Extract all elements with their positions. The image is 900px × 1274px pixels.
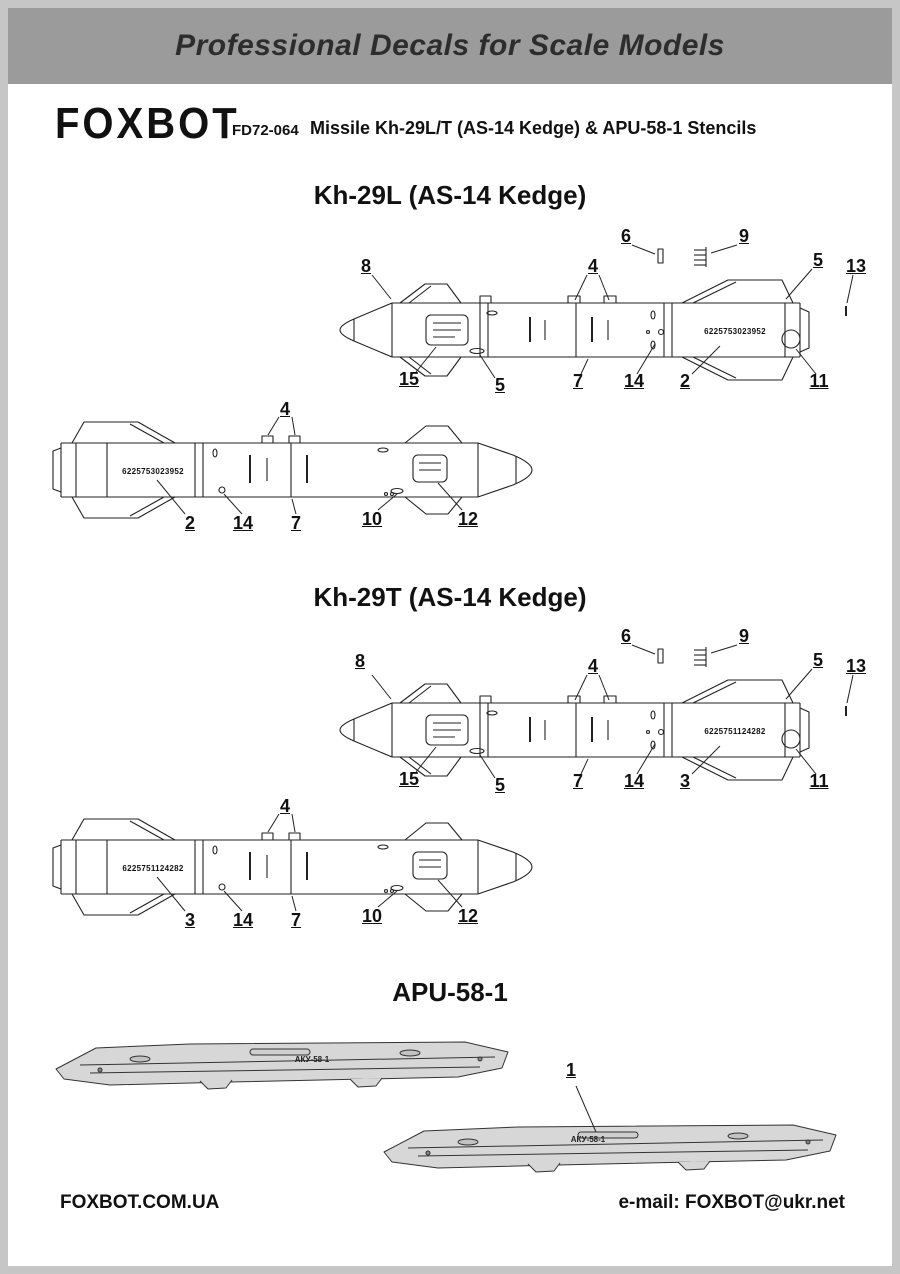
kh29t-profile-art: 6225751124282 [339,644,854,781]
callout-1: 1 [565,1060,577,1080]
callout-7: 7 [572,371,584,391]
apu-rail-drawing-left: АКУ-58-1 [50,1035,515,1095]
callout-6: 6 [620,626,632,646]
product-code: FD72-064 [232,122,299,139]
banner-title: Professional Decals for Scale Models [175,29,725,62]
callout-4: 4 [279,796,291,816]
kh29t-serial-number: 6225751124282 [122,864,184,873]
callout-12: 12 [457,509,479,529]
callout-13: 13 [845,256,867,276]
footer-email: e-mail: FOXBOT@ukr.net [618,1192,845,1213]
apu-callout-leader [575,1085,597,1133]
callout-7: 7 [572,771,584,791]
callout-7: 7 [290,513,302,533]
callout-2: 2 [184,513,196,533]
callout-4: 4 [587,256,599,276]
callout-11: 11 [809,771,829,791]
callout-5-top: 5 [812,250,824,270]
sheet-title: Missile Kh-29L/T (AS-14 Kedge) & APU-58-… [310,118,757,138]
apu-rail-drawing-right: АКУ-58-1 [378,1118,843,1178]
kh29l-reverse-art: 6225753023952 [52,416,533,519]
kh29l-heading: Kh-29L (AS-14 Kedge) [313,180,587,210]
apu-rail-label: АКУ-58-1 [571,1135,606,1144]
apu-rail-art-right: АКУ-58-1 [383,1124,837,1173]
kh29t-reverse-drawing: 6225751124282 4 3 14 7 10 12 [45,795,555,940]
callout-15: 15 [398,769,420,789]
callout-3: 3 [184,910,196,930]
apu-rail-art-left: АКУ-58-1 [55,1041,509,1090]
launcher-rail-artwork [55,1041,509,1090]
apu-heading: APU-58-1 [392,977,508,1007]
callout-8: 8 [354,651,366,671]
kh29l-reverse-drawing: 6225753023952 4 2 14 7 10 12 [45,398,555,543]
kh29t-serial-number: 6225751124282 [704,727,766,736]
callout-10: 10 [361,509,383,529]
kh29t-reverse-art: 6225751124282 [52,813,533,916]
callout-9: 9 [738,626,750,646]
callout-9: 9 [738,226,750,246]
foxbot-logo: FOXBOT [55,100,240,148]
kh29l-profile-art: 6225753023952 [339,244,854,381]
callout-5-bottom: 5 [494,775,506,795]
kh29l-serial-number: 6225753023952 [122,467,184,476]
callout-12: 12 [457,906,479,926]
kh29t-heading: Kh-29T (AS-14 Kedge) [313,582,587,612]
callout-6: 6 [620,226,632,246]
callout-5-top: 5 [812,650,824,670]
kh29l-serial-number: 6225753023952 [704,327,766,336]
callout-13: 13 [845,656,867,676]
callout-10: 10 [361,906,383,926]
callout-14: 14 [623,771,645,791]
callout-4: 4 [587,656,599,676]
callout-3: 3 [679,771,691,791]
callout-7: 7 [290,910,302,930]
apu-rail-label: АКУ-58-1 [295,1055,330,1064]
callout-11: 11 [809,371,829,391]
callout-2: 2 [679,371,691,391]
kh29l-profile-drawing: 6225753023952 8 6 9 4 5 13 15 5 7 14 2 1… [330,222,875,402]
kh29t-profile-drawing: 6225751124282 8 6 9 4 5 13 15 5 7 14 3 1… [330,622,875,802]
launcher-rail-artwork [383,1124,837,1173]
callout-4: 4 [279,399,291,419]
footer-website: FOXBOT.COM.UA [60,1192,220,1213]
callout-8: 8 [360,256,372,276]
callout-14: 14 [232,513,254,533]
callout-15: 15 [398,369,420,389]
callout-14: 14 [623,371,645,391]
callout-5-bottom: 5 [494,375,506,395]
banner: Professional Decals for Scale Models [8,8,892,84]
callout-14: 14 [232,910,254,930]
